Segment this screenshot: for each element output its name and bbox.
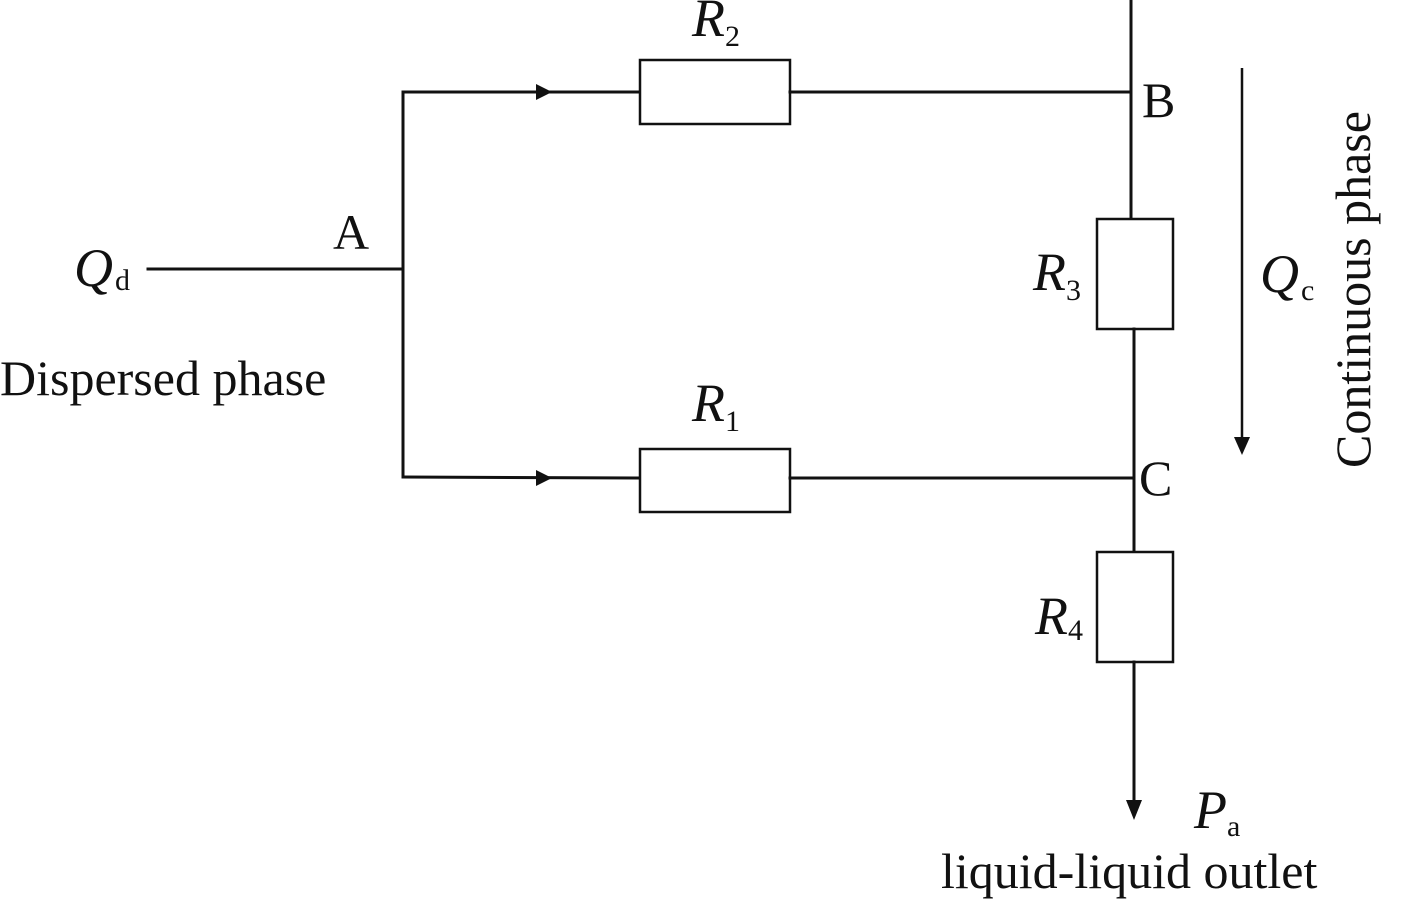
outlet-arrow-icon <box>1126 800 1142 820</box>
node-a-label: A <box>333 204 369 260</box>
outlet-pressure-label: Pa <box>1193 780 1240 843</box>
resistor-r3 <box>1095 217 1175 331</box>
r1-label: R1 <box>691 373 740 438</box>
continuous-flow-label: Qc <box>1260 244 1314 307</box>
resistor-r2 <box>638 58 792 126</box>
lower-branch-arrow-icon <box>536 470 552 486</box>
dispersed-phase-label: Dispersed phase <box>0 350 326 406</box>
r4-label: R4 <box>1034 586 1083 647</box>
inlet-flow-label: Qd <box>74 238 130 298</box>
resistor-r4 <box>1095 550 1175 664</box>
r3-label: R3 <box>1032 242 1081 307</box>
outlet-label: liquid-liquid outlet <box>941 843 1317 899</box>
continuous-phase-label: Continuous phase <box>1325 111 1381 468</box>
node-c-label: C <box>1139 450 1172 506</box>
resistor-r1 <box>638 447 792 514</box>
lower-branch-wire-left <box>401 475 642 480</box>
node-b-label: B <box>1142 72 1175 128</box>
r2-label: R2 <box>691 0 740 53</box>
continuous-flow-arrow-icon <box>1234 437 1250 455</box>
upper-branch-arrow-icon <box>536 84 552 100</box>
